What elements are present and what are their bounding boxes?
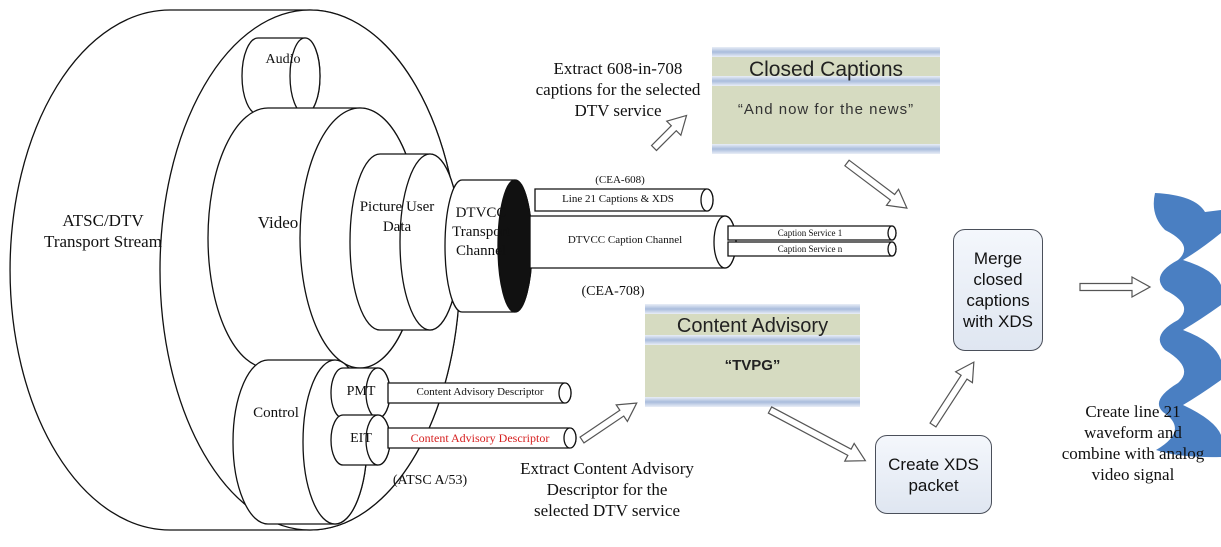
- waveform-text: Create line 21 waveform and combine with…: [1061, 402, 1205, 484]
- xds-box: Create XDS packet: [875, 435, 992, 514]
- picture-user-data-label: Picture User Data: [359, 199, 435, 235]
- closed-captions-text: “And now for the news”: [737, 101, 915, 118]
- merge-box-label: Merge closed captions with XDS: [963, 249, 1033, 331]
- eit-label: EIT: [350, 431, 372, 446]
- arrow-captions-to-merge: [844, 159, 908, 209]
- merge-box: Merge closed captions with XDS: [953, 229, 1043, 351]
- audio-cylinder: [241, 37, 321, 115]
- xds-box-label: Create XDS packet: [888, 454, 979, 495]
- content-advisory-title: Content Advisory: [676, 315, 829, 337]
- caption-service-1-label: Caption Service 1: [777, 228, 843, 238]
- dtvcc-transport-label: DTVCC Transport Channel: [452, 205, 510, 259]
- pmt-descriptor-label: Content Advisory Descriptor: [416, 386, 544, 398]
- arrow-eit-to-advisory: [579, 402, 638, 444]
- video-label: Video: [257, 213, 299, 232]
- control-label: Control: [253, 405, 299, 421]
- cea608-label: (CEA-608): [595, 174, 645, 186]
- content-advisory-text: “TVPG”: [724, 357, 781, 374]
- waveform-icon: [1153, 193, 1221, 458]
- extract-advisory-text: Extract Content Advisory Descriptor for …: [520, 459, 694, 520]
- arrow-advisory-to-xds: [767, 406, 867, 462]
- transport-stream-label: ATSC/DTV Transport Stream: [44, 211, 162, 251]
- audio-label: Audio: [265, 52, 301, 67]
- arrow-to-closed-captions: [650, 114, 688, 152]
- closed-captions-banner: [712, 47, 940, 154]
- line21-cable-label: Line 21 Captions & XDS: [562, 193, 674, 205]
- pmt-descriptor-cable: [387, 382, 572, 404]
- dtvcc-transport-cylinder: [444, 179, 533, 313]
- caption-service-cables: [727, 225, 897, 257]
- extract-608-text: Extract 608-in-708 captions for the sele…: [535, 59, 701, 120]
- pmt-label: PMT: [346, 384, 376, 399]
- arrow-xds-to-merge: [929, 361, 975, 428]
- content-advisory-banner: [645, 304, 860, 407]
- eit-descriptor-cable: [387, 427, 577, 449]
- arrow-merge-to-waveform: [1079, 275, 1152, 299]
- pmt-cylinder: [330, 367, 391, 419]
- cea708-label: (CEA-708): [581, 284, 645, 299]
- eit-descriptor-label: Content Advisory Descriptor: [410, 431, 550, 445]
- line21-cable: [534, 188, 714, 212]
- caption-service-n-label: Caption Service n: [777, 244, 843, 254]
- dtvcc-caption-channel-label: DTVCC Caption Channel: [567, 234, 683, 246]
- closed-captions-title: Closed Captions: [748, 58, 904, 81]
- flow-arrows: [579, 114, 1152, 462]
- eit-cylinder: [330, 414, 391, 466]
- atsc-a53-label: (ATSC A/53): [392, 473, 468, 488]
